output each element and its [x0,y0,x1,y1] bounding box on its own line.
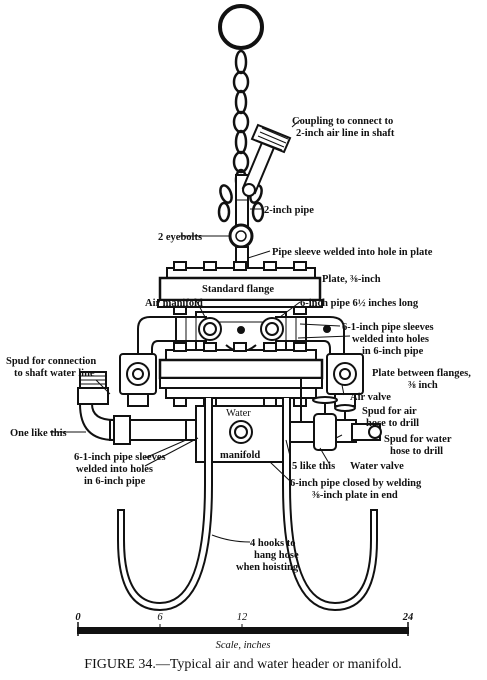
coupling [241,123,292,197]
label-sleeves-right-3: in 6-inch pipe [362,346,424,357]
scale-bar [77,622,409,636]
label-standard-flange: Standard flange [202,284,274,295]
label-air-manifold: Air manifold [145,298,203,309]
label-closed-pipe-2: ⅜-inch plate in end [312,490,398,501]
label-plate-between-1: Plate between flanges, [372,368,471,379]
label-eyebolts: 2 eyebolts [158,232,202,243]
label-manifold: manifold [220,450,260,461]
label-sleeves-right-2: welded into holes [352,334,429,345]
chain [217,49,265,223]
label-spud-1: Spud for connection [6,356,96,367]
label-coupling-2: 2-inch air line in shaft [296,128,395,139]
right-air-valve [326,353,364,407]
label-spud-2: to shaft water line [14,368,95,379]
right-air-elbow [260,316,345,354]
label-pipe-sleeve: Pipe sleeve welded into hole in plate [272,247,433,258]
label-spud-water-1: Spud for water [384,434,452,445]
label-sleeves-left-3: in 6-inch pipe [84,476,146,487]
label-five-like-this: 5 like this [292,461,335,472]
figure-caption: FIGURE 34.—Typical air and water header … [84,657,401,672]
label-spud-air-2: hose to drill [366,418,419,429]
left-air-elbow [137,316,222,354]
label-spud-air-1: Spud for air [362,406,417,417]
labels: Coupling to connect to 2-inch air line i… [6,116,471,573]
left-water-pipe [77,371,197,445]
label-air-valve: Air valve [350,392,391,403]
scale-caption: Scale, inches [216,640,271,651]
hooks [117,398,378,612]
label-sleeves-left-1: 6-1-inch pipe sleeves [74,452,166,463]
label-closed-pipe-1: 6-inch pipe closed by welding [290,478,422,489]
middle-flange [158,342,324,407]
label-sleeves-right-1: 6-1-inch pipe sleeves [342,322,434,333]
label-coupling-1: Coupling to connect to [292,116,393,127]
scale-labels: 0 6 12 24 Scale, inches [75,612,413,651]
left-air-valve [119,353,157,407]
label-water-valve: Water valve [350,461,404,472]
label-plate-between-2: ⅜ inch [408,380,438,391]
hoist-ring [218,4,264,50]
label-six-inch-pipe: 6-inch pipe 6½ inches long [300,298,419,309]
top-flange [157,261,323,315]
label-plate: Plate, ⅜-inch [322,274,381,285]
label-water: Water [226,408,251,419]
label-hooks-1: 4 hooks to [250,538,296,549]
leader-lines [50,119,351,543]
scale-tick-0: 0 [75,612,81,623]
eyebolt [228,223,254,249]
label-hooks-2: hang hose [254,550,299,561]
scale-tick-12: 12 [237,612,248,623]
label-two-inch-pipe: 2-inch pipe [264,205,314,216]
label-hooks-3: when hoisting [236,562,299,573]
label-sleeves-left-2: welded into holes [76,464,153,475]
label-one-like-this: One like this [10,428,67,439]
scale-tick-6: 6 [157,612,163,623]
scale-tick-24: 24 [402,612,414,623]
label-spud-water-2: hose to drill [390,446,443,457]
